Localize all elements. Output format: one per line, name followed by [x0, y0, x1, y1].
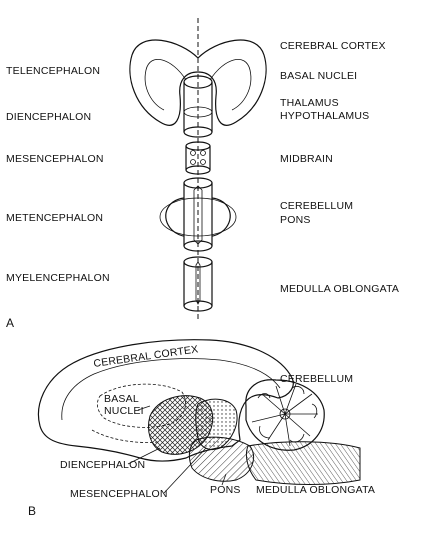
telencephalon-inner-right	[209, 59, 252, 111]
thalamus-ring	[183, 106, 213, 118]
pons-bottom	[183, 240, 213, 252]
telencephalon-inner-left	[144, 59, 187, 111]
label-basal-nuclei: BASAL NUCLEI	[280, 70, 357, 82]
label-cerebral-cortex: CEREBRAL CORTEX	[280, 40, 386, 52]
cerebellum-ellipse	[159, 197, 237, 237]
diencephalon-bottom	[183, 126, 213, 138]
label-medulla-a: MEDULLA OBLONGATA	[280, 283, 399, 295]
label-mesencephalon-b: MESENCEPHALON	[70, 488, 168, 500]
basal-pointer	[137, 405, 151, 411]
label-hypothalamus: HYPOTHALAMUS	[280, 110, 369, 122]
leader-mesencephalon	[163, 447, 207, 494]
leader-pons	[221, 473, 227, 486]
colliculus-4	[200, 159, 206, 165]
panel-label-a: A	[6, 316, 14, 330]
label-thalamus: THALAMUS	[280, 97, 339, 109]
colliculus-1	[190, 150, 196, 156]
cerebellum-folia	[245, 379, 325, 451]
panel-a-schematic: TELENCEPHALON DIENCEPHALON MESENCEPHALON…	[6, 18, 399, 330]
midbrain-bottom	[185, 165, 211, 175]
label-cerebellum-b: CEREBELLUM	[280, 373, 353, 385]
telencephalon-hemispheres	[129, 39, 267, 126]
label-metencephalon: METENCEPHALON	[6, 212, 103, 224]
colliculus-3	[190, 159, 196, 165]
label-nuclei: NUCLEI	[104, 405, 144, 417]
pons-region	[188, 436, 254, 482]
label-myelencephalon: MYELENCEPHALON	[6, 272, 110, 284]
label-cerebellum-a: CEREBELLUM	[280, 200, 353, 212]
label-cerebral-cortex-b: CEREBRAL CORTEX	[93, 343, 199, 370]
lateral-ventricle	[91, 429, 159, 443]
medulla-region	[245, 441, 361, 485]
colliculus-2	[200, 150, 206, 156]
label-mesencephalon: MESENCEPHALON	[6, 153, 104, 165]
label-medulla-b: MEDULLA OBLONGATA	[256, 484, 375, 496]
panel-label-b: B	[28, 504, 36, 518]
label-diencephalon: DIENCEPHALON	[6, 111, 91, 123]
label-pons-a: PONS	[280, 214, 311, 226]
cortex-inner-line	[61, 358, 281, 421]
cerebral-cortex-outline	[37, 339, 294, 462]
leader-diencephalon	[127, 447, 161, 465]
fourth-ventricle	[193, 185, 203, 245]
label-pons-b: PONS	[210, 484, 241, 496]
label-midbrain: MIDBRAIN	[280, 153, 333, 165]
label-diencephalon-b: DIENCEPHALON	[60, 459, 145, 471]
central-canal	[195, 261, 201, 305]
label-basal: BASAL	[104, 393, 139, 405]
medulla-bottom	[183, 300, 213, 312]
panel-b-sagittal: CEREBRAL CORTEX CEREBELLUM BASAL NUCLEI …	[28, 339, 375, 518]
label-telencephalon: TELENCEPHALON	[6, 65, 100, 77]
